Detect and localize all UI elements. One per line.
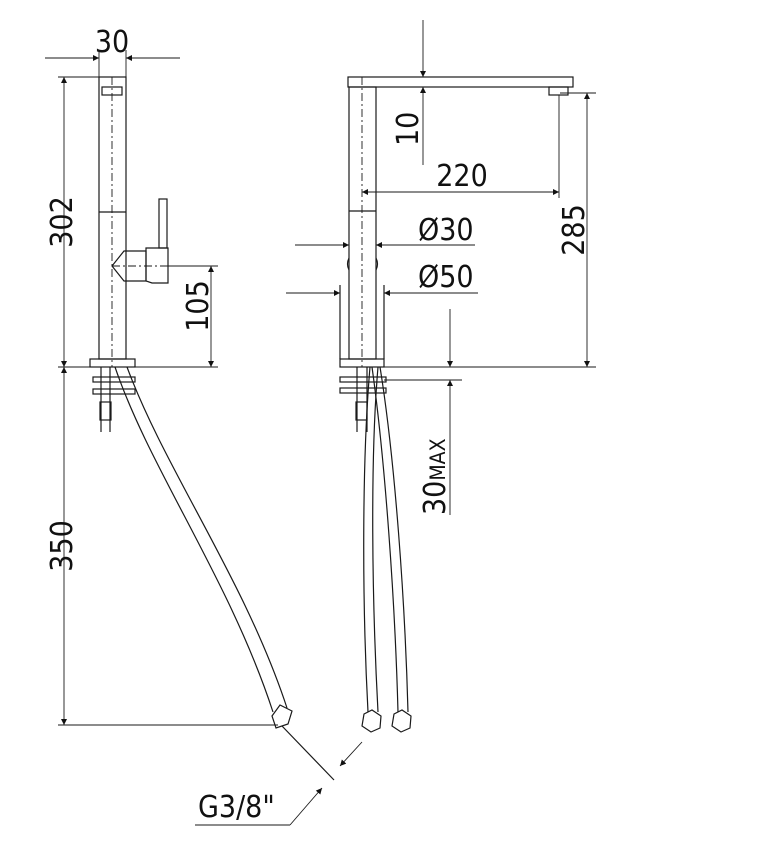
spout-thickness-label: 10 xyxy=(391,112,426,146)
dim-spout-10: 10 xyxy=(391,20,426,165)
front-view-faucet xyxy=(339,76,574,733)
base-plate xyxy=(89,358,136,368)
dim-connection-g38: G3/8" xyxy=(195,741,363,826)
dim-width-30: 30 xyxy=(45,25,180,77)
spout-height-label: 285 xyxy=(557,204,592,256)
height-label: 302 xyxy=(45,196,80,248)
aerator xyxy=(548,86,569,96)
dim-handle-105: 105 xyxy=(168,265,218,367)
width-label: 30 xyxy=(95,25,129,60)
dim-deck-30max: 30MAX xyxy=(384,309,462,515)
body-diameter-label: Ø30 xyxy=(418,213,474,248)
connection-label: G3/8" xyxy=(198,790,275,825)
dim-hose-350: 350 xyxy=(45,367,278,726)
dim-reach-220: 220 xyxy=(362,95,560,198)
side-view-faucet xyxy=(89,76,335,781)
spout-reach-label: 220 xyxy=(436,159,488,194)
faucet-body xyxy=(348,86,377,360)
spout xyxy=(347,76,574,88)
flex-hoses xyxy=(361,366,412,733)
base-diameter-label: Ø50 xyxy=(418,260,474,295)
dim-height-285: 285 xyxy=(384,92,596,368)
deck-thickness-label: 30MAX xyxy=(418,438,453,515)
hose-length-label: 350 xyxy=(45,520,80,572)
handle-height-label: 105 xyxy=(181,280,216,332)
handle xyxy=(111,198,169,284)
faucet-body xyxy=(98,76,127,360)
base-plate xyxy=(339,358,385,368)
mounting-hardware xyxy=(92,367,136,432)
flex-hose xyxy=(114,366,335,781)
dim-height-302: 302 xyxy=(45,76,218,368)
dim-diameter-30: Ø30 xyxy=(295,213,475,248)
dim-diameter-50: Ø50 xyxy=(286,260,478,296)
